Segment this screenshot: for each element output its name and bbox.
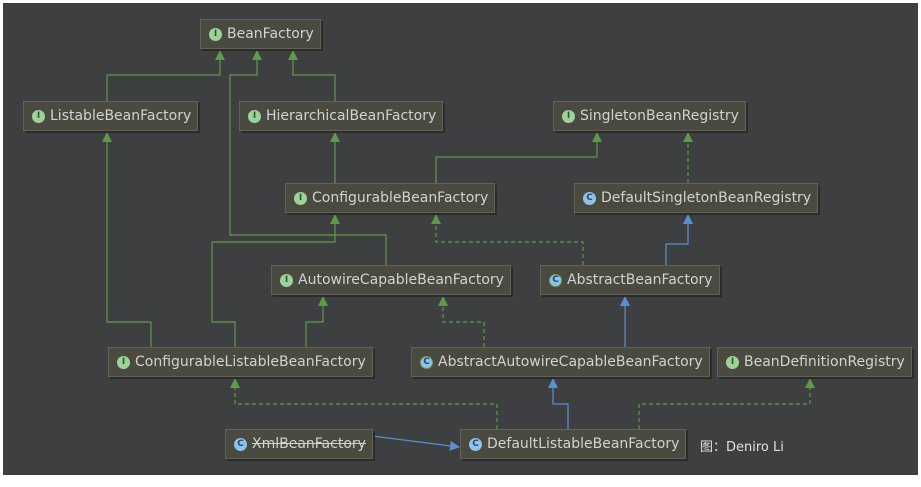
node-label: AutowireCapableBeanFactory [298, 272, 504, 288]
class-icon: C [234, 437, 247, 451]
node-label: BeanFactory [227, 26, 314, 42]
node-listable-bean-factory[interactable]: I ListableBeanFactory [23, 101, 199, 131]
node-bean-factory[interactable]: I BeanFactory [200, 19, 321, 49]
edge-autowire-to-beanfactory [229, 50, 387, 265]
node-label: SingletonBeanRegistry [580, 108, 739, 124]
edge-xml-extends-defaultlistable [363, 434, 460, 451]
interface-icon: I [280, 273, 293, 287]
interface-icon: I [726, 355, 739, 369]
edge-configlistable-to-configurable [211, 214, 340, 347]
node-abstract-bean-factory[interactable]: C AbstractBeanFactory [540, 265, 720, 295]
interface-icon: I [248, 109, 261, 123]
node-label: HierarchicalBeanFactory [266, 108, 437, 124]
abstract-class-icon: C [420, 355, 433, 369]
node-xml-bean-factory[interactable]: C XmlBeanFactory [225, 429, 373, 459]
node-label-deprecated: XmlBeanFactory [252, 436, 366, 452]
author-credit: 图：Deniro Li [700, 440, 784, 455]
edge-hierarchical-to-beanfactory [288, 50, 336, 101]
node-configurable-listable-bean-factory[interactable]: I ConfigurableListableBeanFactory [108, 347, 373, 377]
edge-listable-to-beanfactory [106, 50, 225, 101]
edge-abstractbean-implements-configurable [431, 214, 584, 265]
node-label: DefaultListableBeanFactory [487, 436, 680, 452]
node-autowire-capable-bean-factory[interactable]: I AutowireCapableBeanFactory [271, 265, 511, 295]
abstract-class-icon: C [549, 273, 562, 287]
node-label: ConfigurableListableBeanFactory [135, 354, 366, 370]
interface-icon: I [209, 27, 222, 41]
edge-defaultlistable-extends-abstractautowire [548, 378, 569, 429]
interface-icon: I [562, 109, 575, 123]
edge-configlistable-to-autowire [305, 296, 328, 347]
class-icon: C [583, 191, 596, 205]
node-default-listable-bean-factory[interactable]: C DefaultListableBeanFactory [460, 429, 687, 459]
edge-defaultlistable-implements-beandefinitionregistry [638, 378, 815, 429]
diagram-background [3, 3, 918, 475]
edge-configurable-to-singleton [435, 132, 602, 183]
interface-icon: I [117, 355, 130, 369]
edge-configlistable-to-listable [102, 132, 152, 347]
node-singleton-bean-registry[interactable]: I SingletonBeanRegistry [553, 101, 746, 131]
node-label: AbstractAutowireCapableBeanFactory [438, 354, 703, 370]
node-label: BeanDefinitionRegistry [744, 354, 905, 370]
edge-abstractbean-extends-defaultsingleton [665, 214, 693, 265]
edge-defaultlistable-implements-configlistable [230, 378, 498, 429]
interface-icon: I [294, 191, 307, 205]
node-configurable-bean-factory[interactable]: I ConfigurableBeanFactory [285, 183, 496, 213]
node-label: ListableBeanFactory [50, 108, 192, 124]
node-label: AbstractBeanFactory [567, 272, 713, 288]
class-icon: C [469, 437, 482, 451]
interface-icon: I [32, 109, 45, 123]
node-bean-definition-registry[interactable]: I BeanDefinitionRegistry [717, 347, 912, 377]
edge-abstractautowire-implements-autowire [438, 296, 485, 347]
node-hierarchical-bean-factory[interactable]: I HierarchicalBeanFactory [239, 101, 444, 131]
node-default-singleton-bean-registry[interactable]: C DefaultSingletonBeanRegistry [574, 183, 819, 213]
node-abstract-autowire-capable-bean-factory[interactable]: C AbstractAutowireCapableBeanFactory [411, 347, 710, 377]
node-label: ConfigurableBeanFactory [312, 190, 489, 206]
node-label: DefaultSingletonBeanRegistry [601, 190, 812, 206]
